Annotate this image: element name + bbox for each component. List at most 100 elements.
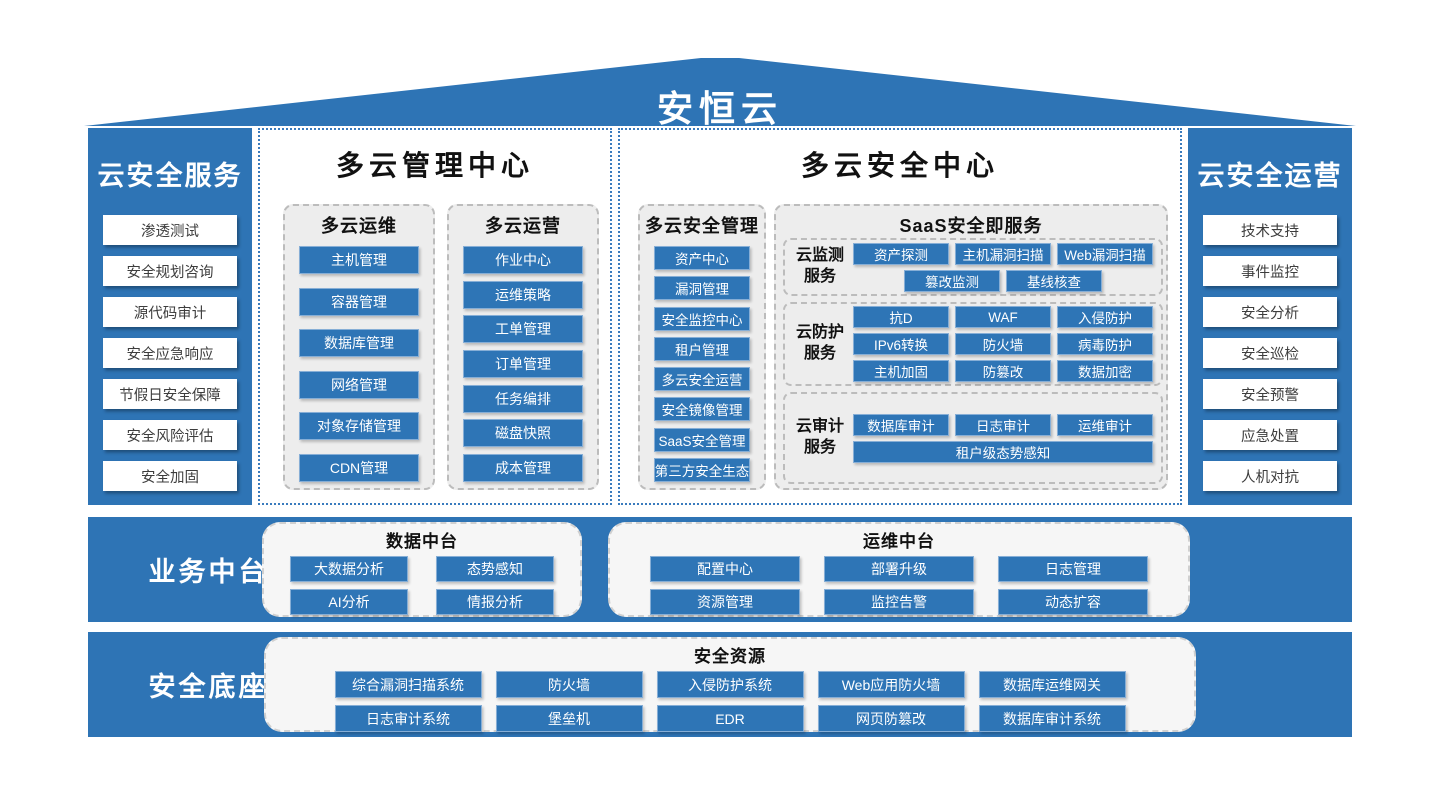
module-item: SaaS安全管理 (654, 427, 750, 452)
module-item: 日志管理 (998, 556, 1148, 582)
group-multicloud-operation: 多云运营 作业中心 运维策略 工单管理 订单管理 任务编排 磁盘快照 成本管理 (447, 204, 599, 490)
multicloud-security-center-panel: 多云安全中心 多云安全管理 资产中心 漏洞管理 安全监控中心 租户管理 多云安全… (618, 128, 1182, 505)
panel-title: 多云管理中心 (335, 150, 534, 181)
item-row: 数据库审计 日志审计 运维审计 (853, 413, 1153, 436)
item-row: 日志审计系统 堡垒机 EDR 网页防篡改 数据库审计系统 (334, 705, 1126, 732)
module-item: 租户级态势感知 (853, 440, 1153, 463)
module-item: 综合漏洞扫描系统 (334, 671, 482, 698)
column-items: 渗透测试 安全规划咨询 源代码审计 安全应急响应 节假日安全保障 安全风险评估 … (88, 215, 252, 491)
module-item: 容器管理 (299, 287, 419, 316)
service-item: 安全应急响应 (103, 338, 237, 368)
module-item: CDN管理 (299, 453, 419, 482)
module-item: 入侵防护系统 (656, 671, 804, 698)
module-item: 运维审计 (1057, 413, 1153, 436)
module-item: Web漏洞扫描 (1057, 242, 1153, 265)
section-items: 抗D WAF 入侵防护 IPv6转换 防火墙 病毒防护 主机加固 防篡改 数据加… (853, 304, 1153, 384)
group-security-resources: 安全资源 综合漏洞扫描系统 防火墙 入侵防护系统 Web应用防火墙 数据库运维网… (264, 637, 1196, 732)
page-title: 安恒云 (656, 88, 783, 129)
service-item: 节假日安全保障 (103, 379, 237, 409)
module-item: 资产中心 (654, 246, 750, 270)
service-item: 安全分析 (1203, 297, 1337, 327)
band-title: 业务中台 (148, 557, 269, 587)
service-item: 安全风险评估 (103, 420, 237, 450)
item-row: 大数据分析 态势感知 (290, 556, 554, 582)
group-items: 综合漏洞扫描系统 防火墙 入侵防护系统 Web应用防火墙 数据库运维网关 日志审… (266, 671, 1194, 732)
item-row: 综合漏洞扫描系统 防火墙 入侵防护系统 Web应用防火墙 数据库运维网关 (334, 671, 1126, 698)
module-item: 态势感知 (436, 556, 554, 582)
group-title: 多云运维 (321, 216, 397, 236)
module-item: 安全镜像管理 (654, 397, 750, 422)
band-title: 安全底座 (148, 672, 269, 702)
module-item: 主机管理 (299, 246, 419, 274)
service-item: 事件监控 (1203, 256, 1337, 286)
cloud-security-services-column: 云安全服务 渗透测试 安全规划咨询 源代码审计 安全应急响应 节假日安全保障 安… (88, 128, 252, 505)
module-item: 日志审计 (955, 413, 1051, 436)
module-item: 防火墙 (955, 333, 1051, 355)
group-title: 安全资源 (694, 647, 766, 666)
module-item: 堡垒机 (495, 705, 643, 732)
module-item: WAF (955, 306, 1051, 328)
group-saas-security-service: SaaS安全即服务 云监测服务 资产探测 主机漏洞扫描 Web漏洞扫描 篡改监测… (774, 204, 1168, 490)
cloud-security-operations-column: 云安全运营 技术支持 事件监控 安全分析 安全巡检 安全预警 应急处置 人机对抗 (1188, 128, 1352, 505)
module-item: 抗D (853, 306, 949, 328)
group-items: 主机管理 容器管理 数据库管理 网络管理 对象存储管理 CDN管理 (285, 238, 433, 496)
group-title: 数据中台 (386, 532, 458, 551)
module-item: 磁盘快照 (463, 419, 583, 448)
item-row: 资源管理 监控告警 动态扩容 (650, 589, 1148, 615)
module-item: 运维策略 (463, 280, 583, 309)
module-item: 数据库管理 (299, 329, 419, 358)
module-item: 资源管理 (650, 589, 800, 615)
item-row: 主机加固 防篡改 数据加密 (853, 360, 1153, 382)
service-item: 渗透测试 (103, 215, 237, 245)
module-item: 多云安全运营 (654, 367, 750, 392)
column-title: 云安全服务 (97, 161, 243, 191)
module-item: 数据库审计系统 (978, 705, 1126, 732)
group-ops-platform: 运维中台 配置中心 部署升级 日志管理 资源管理 监控告警 动态扩容 (608, 522, 1190, 617)
group-items: 资产中心 漏洞管理 安全监控中心 租户管理 多云安全运营 安全镜像管理 SaaS… (640, 238, 764, 496)
module-item: 情报分析 (436, 589, 554, 615)
module-item: 作业中心 (463, 246, 583, 274)
module-item: 主机漏洞扫描 (955, 242, 1051, 265)
section-cloud-audit: 云审计服务 数据库审计 日志审计 运维审计 租户级态势感知 (783, 392, 1163, 484)
item-row: 篡改监测 基线核查 (853, 269, 1153, 292)
item-row: IPv6转换 防火墙 病毒防护 (853, 333, 1153, 355)
module-item: 数据加密 (1057, 360, 1153, 382)
module-item: 日志审计系统 (334, 705, 482, 732)
business-middle-platform-band: 业务中台 数据中台 大数据分析 态势感知 AI分析 情报分析 运维中台 配置中心… (88, 517, 1352, 622)
module-item: 数据库运维网关 (978, 671, 1126, 698)
section-label: 云监测服务 (795, 247, 844, 285)
group-multicloud-security-management: 多云安全管理 资产中心 漏洞管理 安全监控中心 租户管理 多云安全运营 安全镜像… (638, 204, 766, 490)
service-item: 安全巡检 (1203, 338, 1337, 368)
item-row: AI分析 情报分析 (290, 589, 554, 615)
module-item: 部署升级 (824, 556, 974, 582)
group-title: 运维中台 (863, 532, 935, 551)
module-item: 配置中心 (650, 556, 800, 582)
group-items: 配置中心 部署升级 日志管理 资源管理 监控告警 动态扩容 (610, 556, 1188, 615)
module-item: 订单管理 (463, 349, 583, 378)
module-item: 资产探测 (853, 242, 949, 265)
module-item: 网页防篡改 (817, 705, 965, 732)
module-item: 工单管理 (463, 315, 583, 344)
service-item: 人机对抗 (1203, 461, 1337, 491)
item-row: 配置中心 部署升级 日志管理 (650, 556, 1148, 582)
group-title: 多云运营 (485, 216, 561, 236)
item-row: 资产探测 主机漏洞扫描 Web漏洞扫描 (853, 242, 1153, 265)
module-item: 防火墙 (495, 671, 643, 698)
section-items: 资产探测 主机漏洞扫描 Web漏洞扫描 篡改监测 基线核查 (853, 240, 1153, 294)
module-item: 网络管理 (299, 370, 419, 399)
module-item: 对象存储管理 (299, 412, 419, 441)
section-label: 云防护服务 (795, 324, 844, 362)
module-item: 租户管理 (654, 336, 750, 361)
service-item: 技术支持 (1203, 215, 1337, 245)
service-item: 源代码审计 (103, 297, 237, 327)
module-item: 成本管理 (463, 453, 583, 482)
item-row: 抗D WAF 入侵防护 (853, 306, 1153, 328)
column-items: 技术支持 事件监控 安全分析 安全巡检 安全预警 应急处置 人机对抗 (1188, 215, 1352, 491)
module-item: 基线核查 (1006, 269, 1102, 292)
module-item: 防篡改 (955, 360, 1051, 382)
module-item: 动态扩容 (998, 589, 1148, 615)
multicloud-management-center-panel: 多云管理中心 多云运维 主机管理 容器管理 数据库管理 网络管理 对象存储管理 … (258, 128, 612, 505)
item-row: 租户级态势感知 (853, 440, 1153, 463)
module-item: 安全监控中心 (654, 306, 750, 331)
